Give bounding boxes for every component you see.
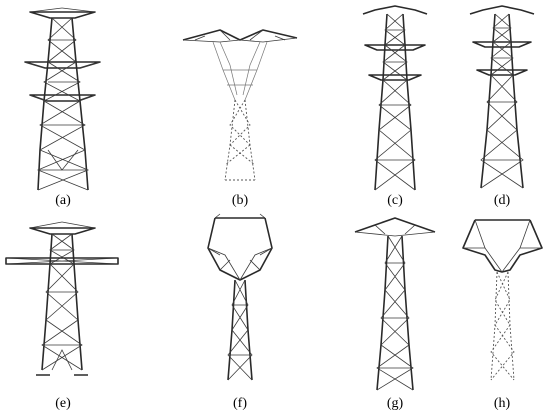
panel-b: (b) <box>175 0 305 210</box>
caption-h: (h) <box>493 396 511 411</box>
tower-h-drawing <box>462 219 543 381</box>
panel-e: (e) <box>0 210 125 418</box>
caption-c: (c) <box>387 193 403 208</box>
panel-c: (c) <box>345 0 445 210</box>
panel-a: (a) <box>0 0 125 210</box>
tower-e-drawing <box>5 221 119 376</box>
caption-a: (a) <box>55 193 71 208</box>
panel-h: (h) <box>455 210 550 418</box>
panel-f: (f) <box>180 210 300 418</box>
caption-b: (b) <box>231 193 249 208</box>
tower-d-drawing <box>469 5 535 189</box>
panel-d: (d) <box>455 0 550 210</box>
caption-f: (f) <box>233 396 247 411</box>
tower-f-drawing <box>207 213 273 381</box>
caption-d: (d) <box>493 193 511 208</box>
caption-e: (e) <box>55 396 71 411</box>
tower-c-drawing <box>362 5 428 191</box>
tower-g-drawing <box>354 217 436 391</box>
tower-a-drawing <box>24 7 101 191</box>
tower-b-drawing <box>182 29 298 181</box>
caption-g: (g) <box>386 396 404 411</box>
panel-g: (g) <box>345 210 445 418</box>
